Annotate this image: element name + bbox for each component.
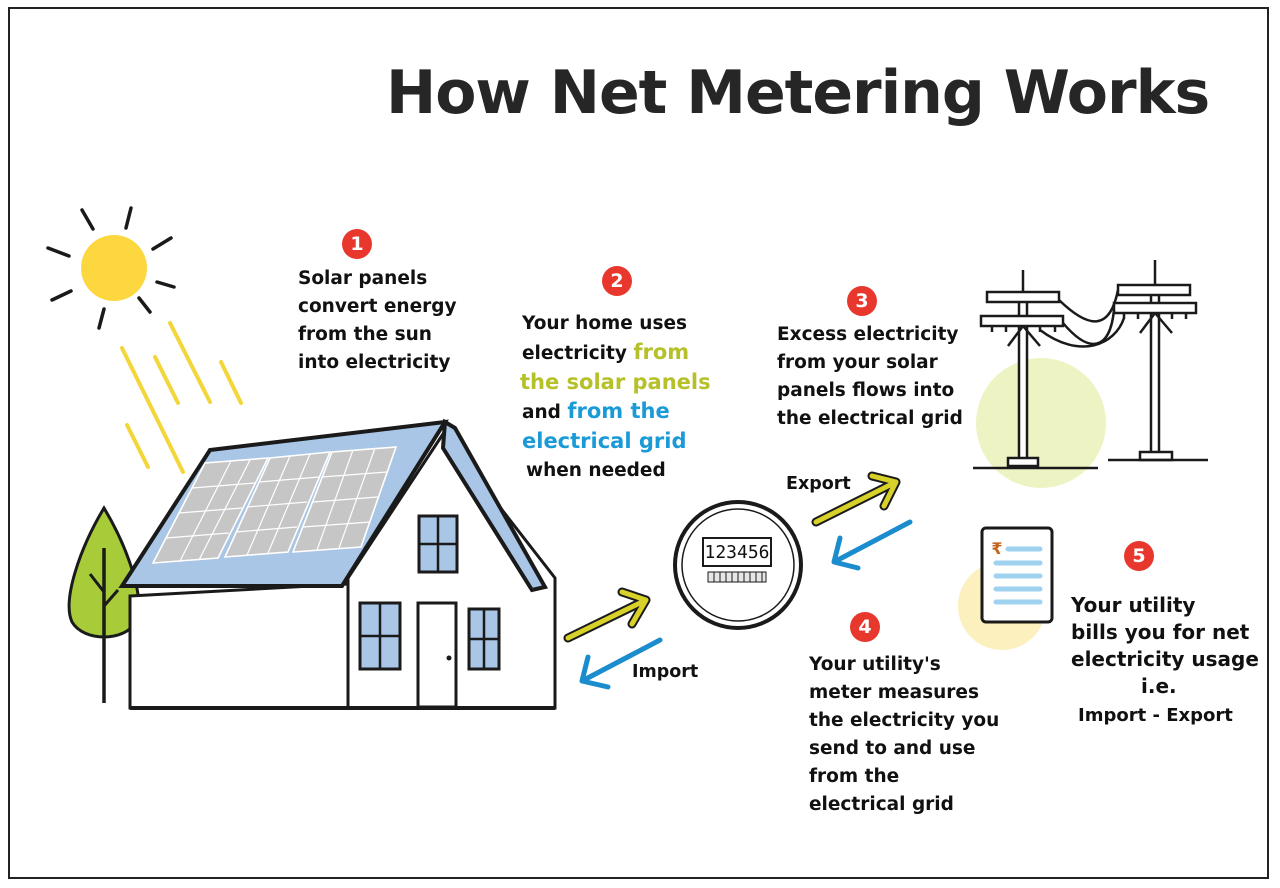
step-5-line: Your utility <box>1071 593 1196 617</box>
step-4-line: Your utility's <box>809 654 941 675</box>
step-5-text: Your utility bills you for net electrici… <box>1071 592 1261 729</box>
step-2-grid-highlight: electrical grid <box>522 429 687 453</box>
step-3-badge: 3 <box>847 286 877 316</box>
step-2-badge: 2 <box>602 266 632 296</box>
step-5-line: bills you for net <box>1071 620 1250 644</box>
power-pole-icon <box>973 260 1208 488</box>
import-arrow-house <box>579 637 663 690</box>
step-1-line: convert energy <box>298 296 457 317</box>
step-4-text: Your utility's meter measures the electr… <box>809 651 999 819</box>
step-1-line: from the sun <box>298 324 432 345</box>
step-2-line: when needed <box>526 460 666 481</box>
export-label: Export <box>786 474 851 494</box>
step-2-line-part: electricity <box>522 343 634 364</box>
step-2-text: Your home uses electricity from the sola… <box>520 309 711 485</box>
step-1-line: into electricity <box>298 352 451 373</box>
step-1-text: Solar panels convert energy from the sun… <box>298 265 457 377</box>
step-3-text: Excess electricity from your solar panel… <box>777 321 963 433</box>
step-1-line: Solar panels <box>298 268 428 289</box>
step-4-line: electrical grid <box>809 794 954 815</box>
import-arrow-meter <box>831 519 913 571</box>
house-icon <box>118 418 557 710</box>
page-title: How Net Metering Works <box>386 58 1210 128</box>
step-5-line: electricity usage <box>1071 647 1259 671</box>
step-2-solar-highlight: the solar panels <box>520 370 711 394</box>
step-3-line: from your solar <box>777 352 938 373</box>
step-2-grid-highlight: from the <box>567 399 670 423</box>
step-3-line: Excess electricity <box>777 324 959 345</box>
step-4-badge: 4 <box>850 612 880 642</box>
step-4-line: from the <box>809 766 900 787</box>
step-2-line: electricity from <box>522 338 711 368</box>
bill-icon: ₹ <box>958 526 1054 650</box>
step-3-line: the electrical grid <box>777 408 963 429</box>
sun-icon <box>46 206 176 330</box>
step-2-line: and from the <box>522 397 711 427</box>
step-2-solar-highlight: from <box>633 340 690 364</box>
step-2-line: Your home uses <box>522 313 688 334</box>
step-5-formula: Import - Export <box>1078 705 1233 726</box>
meter-icon: 123456 <box>673 500 803 630</box>
step-2-line-part: and <box>522 402 568 423</box>
step-4-line: meter measures <box>809 682 979 703</box>
tree-icon <box>67 505 141 703</box>
meter-reading: 123456 <box>704 542 769 563</box>
rupee-icon: ₹ <box>991 539 1002 558</box>
step-5-line: i.e. <box>1141 674 1177 698</box>
step-1-badge: 1 <box>342 229 372 259</box>
step-3-line: panels flows into <box>777 380 955 401</box>
step-4-line: the electricity you <box>809 710 1000 731</box>
step-5-badge: 5 <box>1124 541 1154 571</box>
sun-rays <box>120 321 243 474</box>
import-label: Import <box>632 662 699 682</box>
step-4-line: send to and use <box>809 738 976 759</box>
